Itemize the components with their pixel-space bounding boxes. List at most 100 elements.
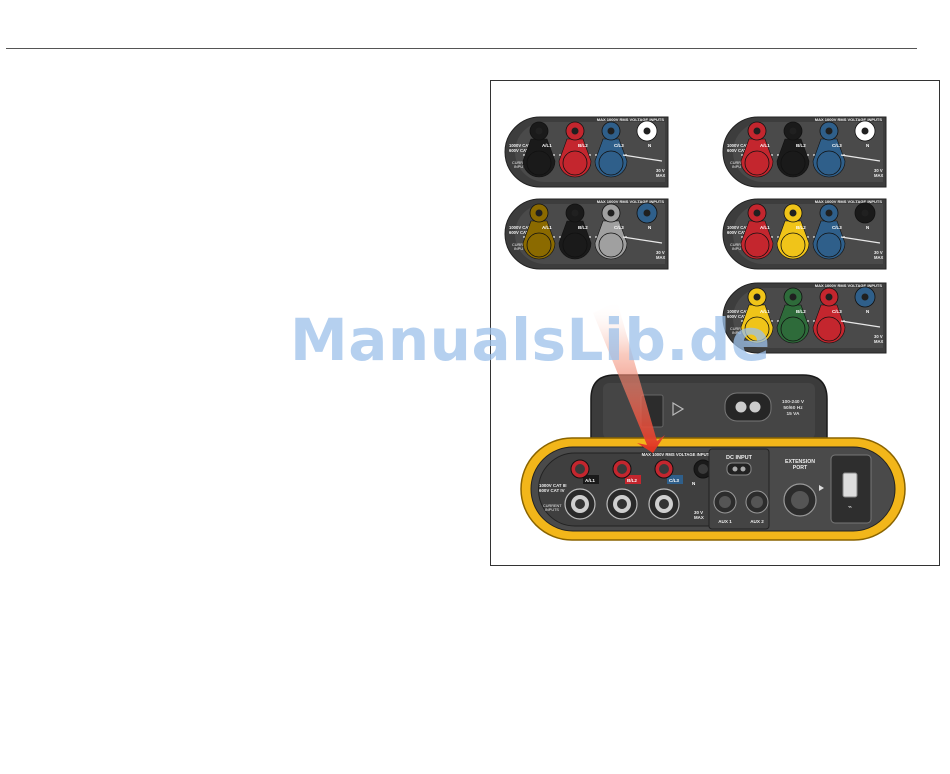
neutral-jack-hole xyxy=(861,127,869,135)
panel-header-text: MAX 1000V RMS VOLTAGE INPUTS xyxy=(597,199,665,204)
panel-max-text: MAX xyxy=(656,255,666,260)
phase-label: B/L2 xyxy=(627,478,637,483)
phase-color-tag xyxy=(583,475,599,484)
panel-current-text: INPUTS xyxy=(514,247,528,251)
panel-cat-text: 1000V CAT III xyxy=(727,225,753,230)
voltage-jack-hole xyxy=(535,209,543,217)
neutral-label: N xyxy=(648,143,651,148)
aux-label: AUX 1 xyxy=(718,519,732,524)
panel-max-text: 30 V xyxy=(874,250,883,255)
neutral-jack-hole xyxy=(643,209,651,217)
voltage-jack-hole xyxy=(571,209,579,217)
panel-current-text: INPUTS xyxy=(732,247,746,251)
phase-label: B/L2 xyxy=(578,225,588,230)
panel-max-text: MAX xyxy=(874,173,884,178)
panel-divider-line xyxy=(622,236,663,244)
neutral-label: N xyxy=(866,309,869,314)
voltage-jack-hole xyxy=(789,127,797,135)
panel-current-text: INPUTS xyxy=(732,331,746,335)
voltage-jack-hole xyxy=(825,209,833,217)
panel-max-text: MAX xyxy=(874,255,884,260)
panel-max-text: MAX xyxy=(656,173,666,178)
phase-label: C/L3 xyxy=(614,143,624,148)
phase-label: A/L1 xyxy=(542,143,552,148)
panel-cat-text: 600V CAT IV xyxy=(509,148,534,153)
panel-current-text: CURRENT xyxy=(730,327,749,331)
dc-pin xyxy=(740,466,746,472)
input-header-text: MAX 1000V RMS VOLTAGE INPUTS xyxy=(642,452,713,457)
voltage-jack-hole xyxy=(571,127,579,135)
socket-pin xyxy=(735,401,747,413)
neutral-label: N xyxy=(648,225,651,230)
current-jack xyxy=(744,150,770,176)
phase-label: C/L3 xyxy=(669,478,679,483)
input-current-text: INPUTS xyxy=(545,508,559,512)
neutral-label: N xyxy=(866,225,869,230)
power-socket xyxy=(724,392,772,422)
neutral-jack-hole xyxy=(643,127,651,135)
panel-cat-text: 600V CAT IV xyxy=(727,230,752,235)
panel-current-text: CURRENT xyxy=(730,243,749,247)
voltage-jack-hole xyxy=(607,209,615,217)
aux-label: AUX 2 xyxy=(750,519,764,524)
panel-cat-text: 600V CAT IV xyxy=(727,314,752,319)
current-jack xyxy=(562,232,588,258)
current-jack xyxy=(526,232,552,258)
power-rating-text: 15 VA xyxy=(787,411,801,417)
input-cat-text: 600V CAT IV xyxy=(539,488,565,493)
input-max-text: 30 V xyxy=(694,510,703,515)
voltage-jack-hole xyxy=(617,464,627,474)
extension-port-pins xyxy=(791,491,809,509)
current-jack-core xyxy=(659,499,669,509)
panel-cat-text: 1000V CAT III xyxy=(727,143,753,148)
voltage-jack-hole xyxy=(753,293,761,301)
current-jack xyxy=(744,232,770,258)
usb-icon: ⌁ xyxy=(848,504,852,511)
color-scheme-panel-3: MAX 1000V RMS VOLTAGE INPUTS 1000V CAT II… xyxy=(504,198,669,270)
panel-divider-line xyxy=(840,236,881,244)
voltage-jack-hole xyxy=(575,464,585,474)
phase-label: B/L2 xyxy=(796,309,806,314)
color-scheme-panel-4: MAX 1000V RMS VOLTAGE INPUTS 1000V CAT II… xyxy=(722,198,887,270)
panel-max-text: MAX xyxy=(874,339,884,344)
panel-current-text: INPUTS xyxy=(514,165,528,169)
current-jack xyxy=(598,150,624,176)
voltage-jack-hole xyxy=(607,127,615,135)
panel-current-text: CURRENT xyxy=(512,243,531,247)
neutral-jack-hole xyxy=(861,293,869,301)
current-jack xyxy=(780,232,806,258)
panel-divider-line xyxy=(622,154,663,162)
panel-max-text: 30 V xyxy=(656,168,665,173)
panel-current-text: CURRENT xyxy=(512,161,531,165)
voltage-jack-hole xyxy=(753,209,761,217)
neutral-jack-hole xyxy=(698,464,708,474)
power-rating-text: 50/60 Hz xyxy=(783,405,803,411)
port-marker-icon xyxy=(819,485,824,491)
panel-cat-text: 1000V CAT III xyxy=(509,143,535,148)
phase-label: C/L3 xyxy=(832,309,842,314)
phase-label: A/L1 xyxy=(542,225,552,230)
current-jack-core xyxy=(617,499,627,509)
aux-connector-pins xyxy=(719,496,731,508)
input-max-text: MAX xyxy=(694,515,704,520)
dc-input-label: DC INPUT xyxy=(726,455,753,461)
phase-color-tag xyxy=(625,475,641,484)
dc-aux-panel: DC INPUT AUX 1 AUX 2 xyxy=(708,448,770,530)
power-rating-text: 100-240 V xyxy=(782,399,805,405)
phase-label: B/L2 xyxy=(796,225,806,230)
extension-port-label: PORT xyxy=(793,465,808,471)
panel-header-text: MAX 1000V RMS VOLTAGE INPUTS xyxy=(815,199,883,204)
current-jack xyxy=(562,150,588,176)
current-jack xyxy=(526,150,552,176)
current-jack xyxy=(816,316,842,342)
current-jack-core xyxy=(575,499,585,509)
aux-panel-body xyxy=(708,448,770,530)
panel-cat-text: 1000V CAT III xyxy=(509,225,535,230)
voltage-jack-hole xyxy=(825,127,833,135)
usb-port xyxy=(842,472,858,498)
phase-label: A/L1 xyxy=(760,309,770,314)
current-jack xyxy=(598,232,624,258)
voltage-jack-hole xyxy=(789,209,797,217)
